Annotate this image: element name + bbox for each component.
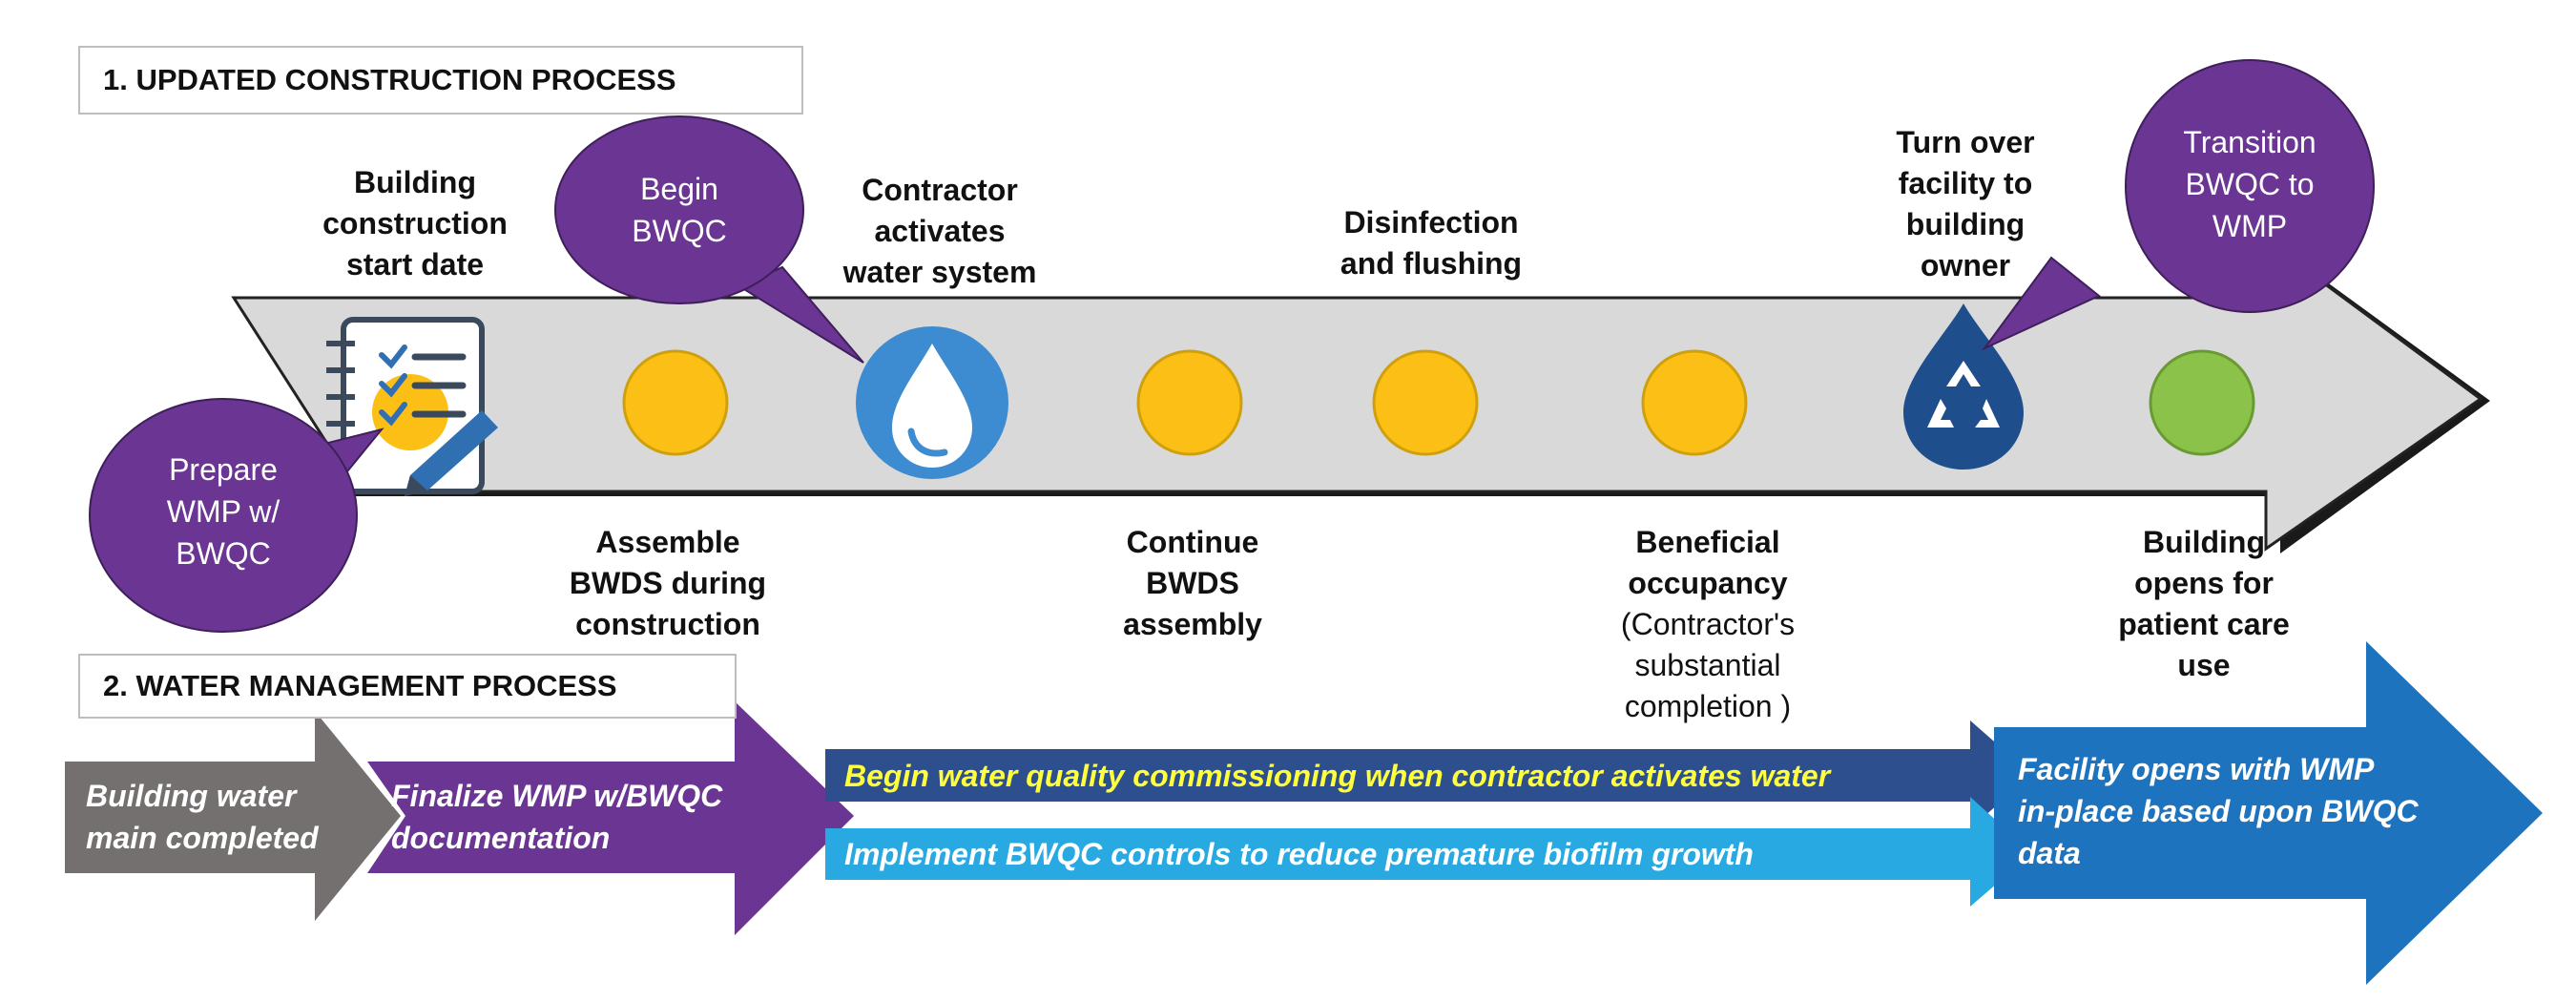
label-contractor-activates: Contractor activates water system (842, 173, 1037, 289)
checklist-icon (326, 317, 498, 496)
text-main-completed: Building water main completed (86, 779, 319, 855)
arrow-finalize (367, 701, 854, 935)
bubble-begin-text: Begin BWQC (632, 172, 727, 248)
text-implement-controls: Implement BWQC controls to reduce premat… (844, 837, 1754, 871)
text-facility-opens: Facility opens with WMP in-place based u… (2018, 752, 2419, 870)
bar-implement-controls (825, 797, 2032, 907)
timeline-arrow (231, 238, 2483, 552)
text-finalize: Finalize WMP w/BWQC documentation (391, 779, 723, 855)
milestone-dot-beneficial (1641, 349, 1748, 456)
section-title-construction: 1. UPDATED CONSTRUCTION PROCESS (78, 46, 803, 115)
arrow-facility-opens (1994, 641, 2543, 985)
bubble-transition-text: Transition BWQC to WMP (2183, 125, 2316, 243)
milestone-dot-disinfection (1372, 349, 1479, 456)
label-continue: Continue BWDS assembly (1123, 525, 1262, 641)
label-beneficial: Beneficial occupancy (1628, 525, 1788, 600)
label-beneficial-note: (Contractor's substantial completion ) (1620, 607, 1796, 723)
label-opens: Building opens for patient care use (2118, 525, 2290, 682)
label-disinfection: Disinfection and flushing (1340, 205, 1523, 281)
arrow-main-completed (65, 711, 401, 921)
milestone-dot-continue (1136, 349, 1243, 456)
section-title-water: 2. WATER MANAGEMENT PROCESS (78, 654, 737, 719)
bubble-prepare-text: Prepare WMP w/ BWQC (166, 452, 280, 571)
milestone-dot-assemble (622, 349, 729, 456)
bar-begin-commissioning (825, 720, 2032, 828)
label-building-start: Building construction start date (322, 165, 508, 282)
label-turn-over: Turn over facility to building owner (1896, 125, 2035, 282)
text-begin-commissioning: Begin water quality commissioning when c… (844, 759, 1831, 793)
bubble-prepare-wmp (89, 398, 384, 633)
bubble-begin-bwqc (554, 115, 864, 364)
water-drop-icon (856, 326, 1008, 479)
milestone-dot-opens (2149, 349, 2255, 456)
label-assemble: Assemble BWDS during construction (569, 525, 767, 641)
recycle-drop-icon (1903, 303, 2024, 470)
bubble-transition (1981, 59, 2375, 351)
